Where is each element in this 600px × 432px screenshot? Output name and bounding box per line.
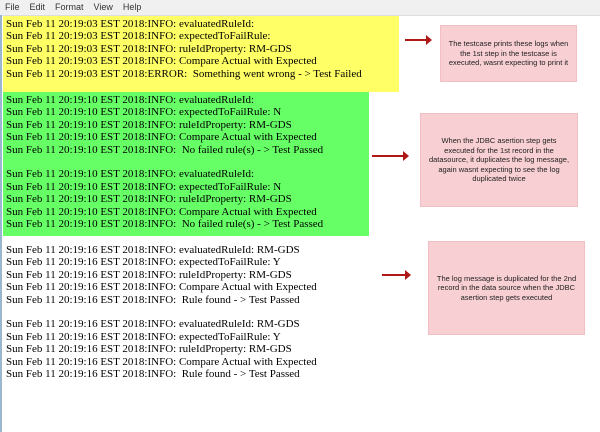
- log-line: Sun Feb 11 20:19:03 EST 2018:INFO: Compa…: [6, 55, 317, 68]
- log-block-white: Sun Feb 11 20:19:16 EST 2018:INFO: evalu…: [3, 242, 389, 383]
- log-line: Sun Feb 11 20:19:16 EST 2018:INFO: evalu…: [6, 318, 300, 331]
- menu-help[interactable]: Help: [122, 2, 142, 12]
- annotation-callout-1: The testcase prints these logs when the …: [440, 25, 577, 82]
- annotation-callout-3: The log message is duplicated for the 2n…: [428, 241, 585, 335]
- log-line: Sun Feb 11 20:19:03 EST 2018:INFO: ruleI…: [6, 42, 292, 55]
- log-line: Sun Feb 11 20:19:16 EST 2018:INFO: Compa…: [6, 355, 317, 368]
- log-line: Sun Feb 11 20:19:16 EST 2018:INFO: Rule …: [6, 367, 300, 380]
- log-line: Sun Feb 11 20:19:16 EST 2018:INFO: expec…: [6, 330, 281, 343]
- log-line: Sun Feb 11 20:19:16 EST 2018:INFO: Rule …: [6, 293, 300, 306]
- arrow-icon: [372, 151, 409, 161]
- menu-format[interactable]: Format: [55, 2, 84, 12]
- arrow-icon: [382, 270, 411, 280]
- log-line: Sun Feb 11 20:19:10 EST 2018:INFO: Compa…: [6, 131, 317, 144]
- log-line: Sun Feb 11 20:19:16 EST 2018:INFO: expec…: [6, 256, 281, 269]
- annotation-callout-2: When the JDBC asertion step gets execute…: [420, 113, 578, 207]
- window-border: [0, 15, 2, 432]
- menu-bar: File Edit Format View Help: [0, 0, 600, 16]
- log-line: Sun Feb 11 20:19:03 EST 2018:INFO: expec…: [6, 30, 271, 43]
- log-line: Sun Feb 11 20:19:10 EST 2018:INFO: No fa…: [6, 143, 324, 156]
- menu-edit[interactable]: Edit: [29, 2, 46, 12]
- log-line: Sun Feb 11 20:19:10 EST 2018:INFO: ruleI…: [6, 118, 292, 131]
- log-line: [6, 156, 366, 168]
- log-block-green: Sun Feb 11 20:19:10 EST 2018:INFO: evalu…: [3, 92, 369, 236]
- log-line: Sun Feb 11 20:19:03 EST 2018:INFO: evalu…: [6, 18, 255, 30]
- log-line: Sun Feb 11 20:19:16 EST 2018:INFO: ruleI…: [6, 268, 292, 281]
- log-line: Sun Feb 11 20:19:10 EST 2018:INFO: Compa…: [6, 205, 317, 218]
- log-line: Sun Feb 11 20:19:16 EST 2018:INFO: evalu…: [6, 244, 300, 256]
- log-line: Sun Feb 11 20:19:10 EST 2018:INFO: evalu…: [6, 94, 255, 106]
- log-line: Sun Feb 11 20:19:16 EST 2018:INFO: ruleI…: [6, 343, 292, 356]
- log-line: Sun Feb 11 20:19:10 EST 2018:INFO: ruleI…: [6, 193, 292, 206]
- log-line: Sun Feb 11 20:19:10 EST 2018:INFO: expec…: [6, 106, 282, 119]
- log-line: [6, 306, 386, 318]
- log-block-yellow: Sun Feb 11 20:19:03 EST 2018:INFO: evalu…: [3, 16, 399, 92]
- menu-view[interactable]: View: [93, 2, 113, 12]
- arrow-icon: [405, 35, 432, 45]
- log-line: Sun Feb 11 20:19:10 EST 2018:INFO: evalu…: [6, 168, 255, 181]
- log-line: Sun Feb 11 20:19:03 EST 2018:ERROR: Some…: [6, 67, 362, 80]
- log-line: Sun Feb 11 20:19:16 EST 2018:INFO: Compa…: [6, 281, 317, 294]
- menu-file[interactable]: File: [5, 2, 20, 12]
- log-line: Sun Feb 11 20:19:10 EST 2018:INFO: No fa…: [6, 217, 324, 230]
- log-line: Sun Feb 11 20:19:10 EST 2018:INFO: expec…: [6, 180, 282, 193]
